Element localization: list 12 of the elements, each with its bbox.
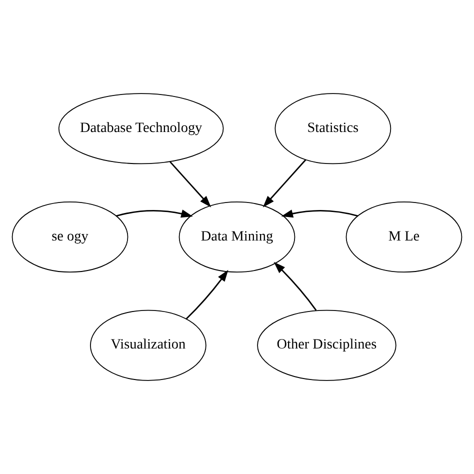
node-ellipse: Statistics bbox=[274, 93, 392, 164]
arrow bbox=[274, 262, 317, 311]
arrow bbox=[281, 210, 358, 218]
node-ellipse: Other Disciplines bbox=[257, 310, 396, 381]
arrow bbox=[186, 270, 228, 320]
node-ellipse: Database Technology bbox=[58, 93, 224, 164]
node-ellipse: M Le bbox=[346, 201, 462, 273]
node-ellipse: Visualization bbox=[90, 310, 206, 381]
arrow bbox=[262, 159, 306, 208]
arrow bbox=[170, 161, 212, 208]
node-ellipse: se ogy bbox=[12, 201, 128, 273]
arrow bbox=[116, 210, 193, 218]
